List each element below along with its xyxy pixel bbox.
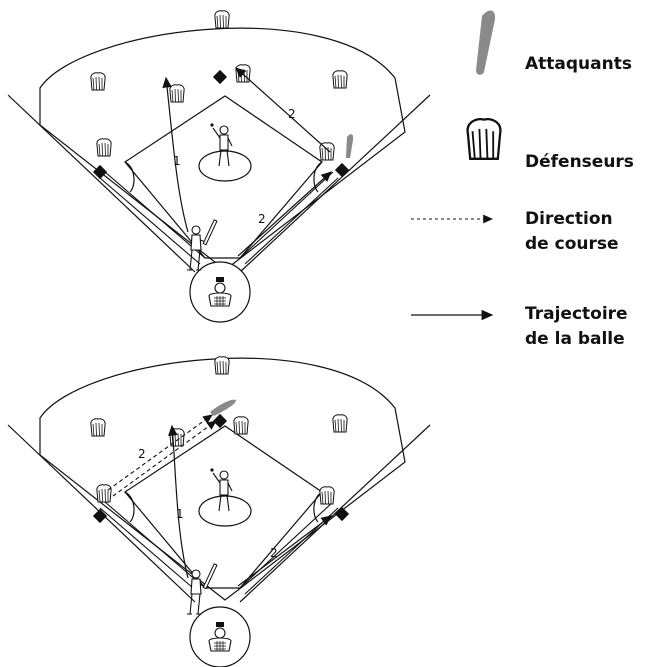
ball-trajectory <box>168 424 189 579</box>
defender-icon <box>466 117 502 160</box>
attacker-icon <box>346 134 354 158</box>
defender-icon <box>319 486 335 505</box>
defender-icon <box>233 416 249 435</box>
running-direction <box>107 414 213 491</box>
defender-icon <box>332 70 348 89</box>
ball-trajectory <box>162 76 189 233</box>
legend-attackers: Attaquants <box>525 52 632 77</box>
defender-icon <box>169 84 185 103</box>
third-base-icon <box>92 508 108 524</box>
foul-line-right <box>239 94 431 273</box>
diagram-bottom: 1 2 2 <box>7 356 431 667</box>
runner-path-second <box>235 67 331 153</box>
running-direction <box>112 420 217 497</box>
defender-icon <box>96 484 112 503</box>
defender-icon <box>90 72 106 91</box>
diagram-top: 1 2 2 <box>7 10 431 323</box>
runner-path-first <box>237 515 332 587</box>
run-label-first: 2 <box>270 546 278 560</box>
defender-icon <box>214 10 230 29</box>
runner-path-first <box>237 171 332 257</box>
defender-icon <box>96 138 112 157</box>
defender-icon <box>332 414 348 433</box>
legend-ball: Trajectoire de la balle <box>525 302 628 352</box>
infield <box>124 425 323 589</box>
run-label-second: 2 <box>288 107 296 121</box>
defender-icon <box>214 356 230 375</box>
second-base-icon <box>212 69 228 85</box>
first-base-icon <box>334 162 350 178</box>
pitcher-mound <box>198 150 252 182</box>
attacker-icon <box>476 10 496 75</box>
run-label-first: 2 <box>258 212 266 226</box>
attacker-icon <box>210 399 236 416</box>
foul-line-right <box>239 424 431 603</box>
legend-defenders: Défenseurs <box>525 150 634 175</box>
legend-ball-line1: Trajectoire <box>525 304 628 324</box>
legend <box>411 10 502 321</box>
pitcher-mound <box>198 495 252 527</box>
outfield-fence <box>39 357 406 601</box>
legend-defenders-label: Défenseurs <box>525 152 634 172</box>
legend-attackers-label: Attaquants <box>525 54 632 74</box>
ball-label: 1 <box>176 507 184 521</box>
legend-running-line1: Direction <box>525 209 613 229</box>
outfield-fence <box>39 27 406 271</box>
run-label-third: 2 <box>138 447 146 461</box>
legend-ball-line2: de la balle <box>525 329 625 349</box>
legend-running: Direction de course <box>525 207 619 257</box>
foul-line-left <box>7 94 196 273</box>
ball-label: 1 <box>173 154 181 168</box>
legend-running-line2: de course <box>525 234 619 254</box>
defender-icon <box>90 418 106 437</box>
